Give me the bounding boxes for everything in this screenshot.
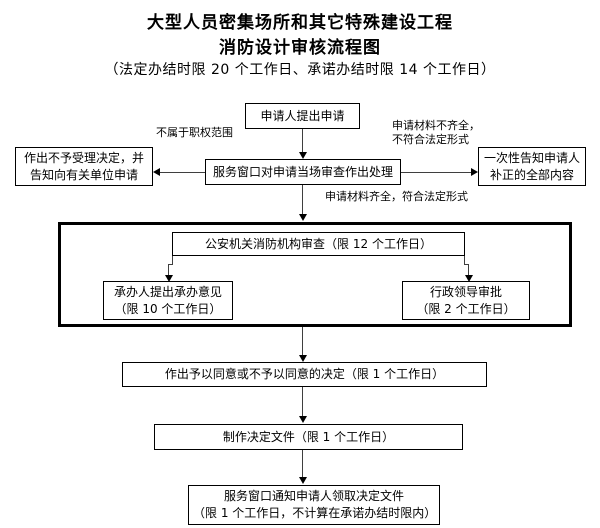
node-service-window-review[interactable]: 服务窗口对申请当场审查作出处理 — [205, 159, 401, 185]
arrow-agency-to-handler — [165, 275, 173, 282]
connector-agency-to-leader-elbow — [464, 264, 469, 265]
arrow-group-to-decision — [299, 355, 307, 362]
node-fire-agency-review[interactable]: 公安机关消防机构审查（限 12 个工作日） — [172, 232, 465, 256]
node-final-decision[interactable]: 作出予以同意或不予以同意的决定（限 1 个工作日） — [122, 362, 487, 387]
connector-agency-to-handler-stub — [172, 255, 173, 265]
edge-label-materials-incomplete: 申请材料不齐全， 不符合法定形式 — [392, 119, 480, 146]
connector-group-to-decision — [302, 327, 303, 357]
node-applicant-submit[interactable]: 申请人提出申请 — [245, 103, 360, 129]
arrow-window-to-group — [299, 214, 307, 221]
node-notify-pickup[interactable]: 服务窗口通知申请人领取决定文件 （限 1 个工作日，不计算在承诺办结时限内） — [188, 485, 440, 525]
arrow-window-to-reject — [153, 168, 160, 176]
connector-decision-to-document — [302, 387, 303, 417]
node-leader-approval[interactable]: 行政领导审批 （限 2 个工作日） — [402, 281, 530, 320]
node-leader-approval-label: 行政领导审批 （限 2 个工作日） — [416, 284, 516, 316]
edge-label-materials-complete: 申请材料齐全，符合法定形式 — [325, 190, 468, 203]
node-service-window-review-label: 服务窗口对申请当场审查作出处理 — [212, 164, 393, 179]
connector-document-to-notify — [302, 450, 303, 479]
node-handler-opinion-label: 承办人提出承办意见 （限 10 个工作日） — [113, 284, 222, 316]
connector-window-to-reject — [159, 172, 206, 173]
page-title-line-1: 大型人员密集场所和其它特殊建设工程 — [147, 13, 453, 33]
node-reject-decision-label: 作出不予受理决定，并 告知向有关单位申请 — [23, 150, 144, 182]
arrow-document-to-notify — [299, 477, 307, 484]
node-make-document[interactable]: 制作决定文件（限 1 个工作日） — [154, 424, 463, 450]
arrow-agency-to-leader — [465, 275, 473, 282]
connector-agency-to-handler — [168, 264, 169, 277]
node-handler-opinion[interactable]: 承办人提出承办意见 （限 10 个工作日） — [103, 281, 233, 320]
page-title-line-2: 消防设计审核流程图 — [219, 38, 381, 58]
node-make-document-label: 制作决定文件（限 1 个工作日） — [222, 429, 395, 444]
page-subtitle: （法定办结时限 20 个工作日、承诺办结时限 14 个工作日） — [104, 62, 496, 78]
arrow-window-to-notify — [471, 168, 478, 176]
connector-agency-to-handler-elbow — [168, 264, 173, 265]
connector-agency-to-leader-stub — [464, 255, 465, 265]
node-one-time-notice[interactable]: 一次性告知申请人 补正的全部内容 — [478, 147, 586, 186]
node-one-time-notice-label: 一次性告知申请人 补正的全部内容 — [483, 150, 580, 182]
node-reject-decision[interactable]: 作出不予受理决定，并 告知向有关单位申请 — [15, 147, 153, 186]
connector-apply-to-window — [302, 128, 303, 153]
node-final-decision-label: 作出予以同意或不予以同意的决定（限 1 个工作日） — [164, 367, 445, 381]
arrow-apply-to-window — [299, 152, 307, 159]
connector-agency-to-leader — [468, 264, 469, 277]
arrow-decision-to-document — [299, 416, 307, 423]
connector-window-to-group — [302, 185, 303, 217]
connector-window-to-notify — [400, 172, 472, 173]
node-applicant-submit-label: 申请人提出申请 — [260, 108, 345, 123]
node-fire-agency-review-label: 公安机关消防机构审查（限 12 个工作日） — [205, 236, 432, 251]
edge-label-out-of-scope: 不属于职权范围 — [156, 126, 233, 139]
node-notify-pickup-label: 服务窗口通知申请人领取决定文件 （限 1 个工作日，不计算在承诺办结时限内） — [193, 489, 437, 520]
